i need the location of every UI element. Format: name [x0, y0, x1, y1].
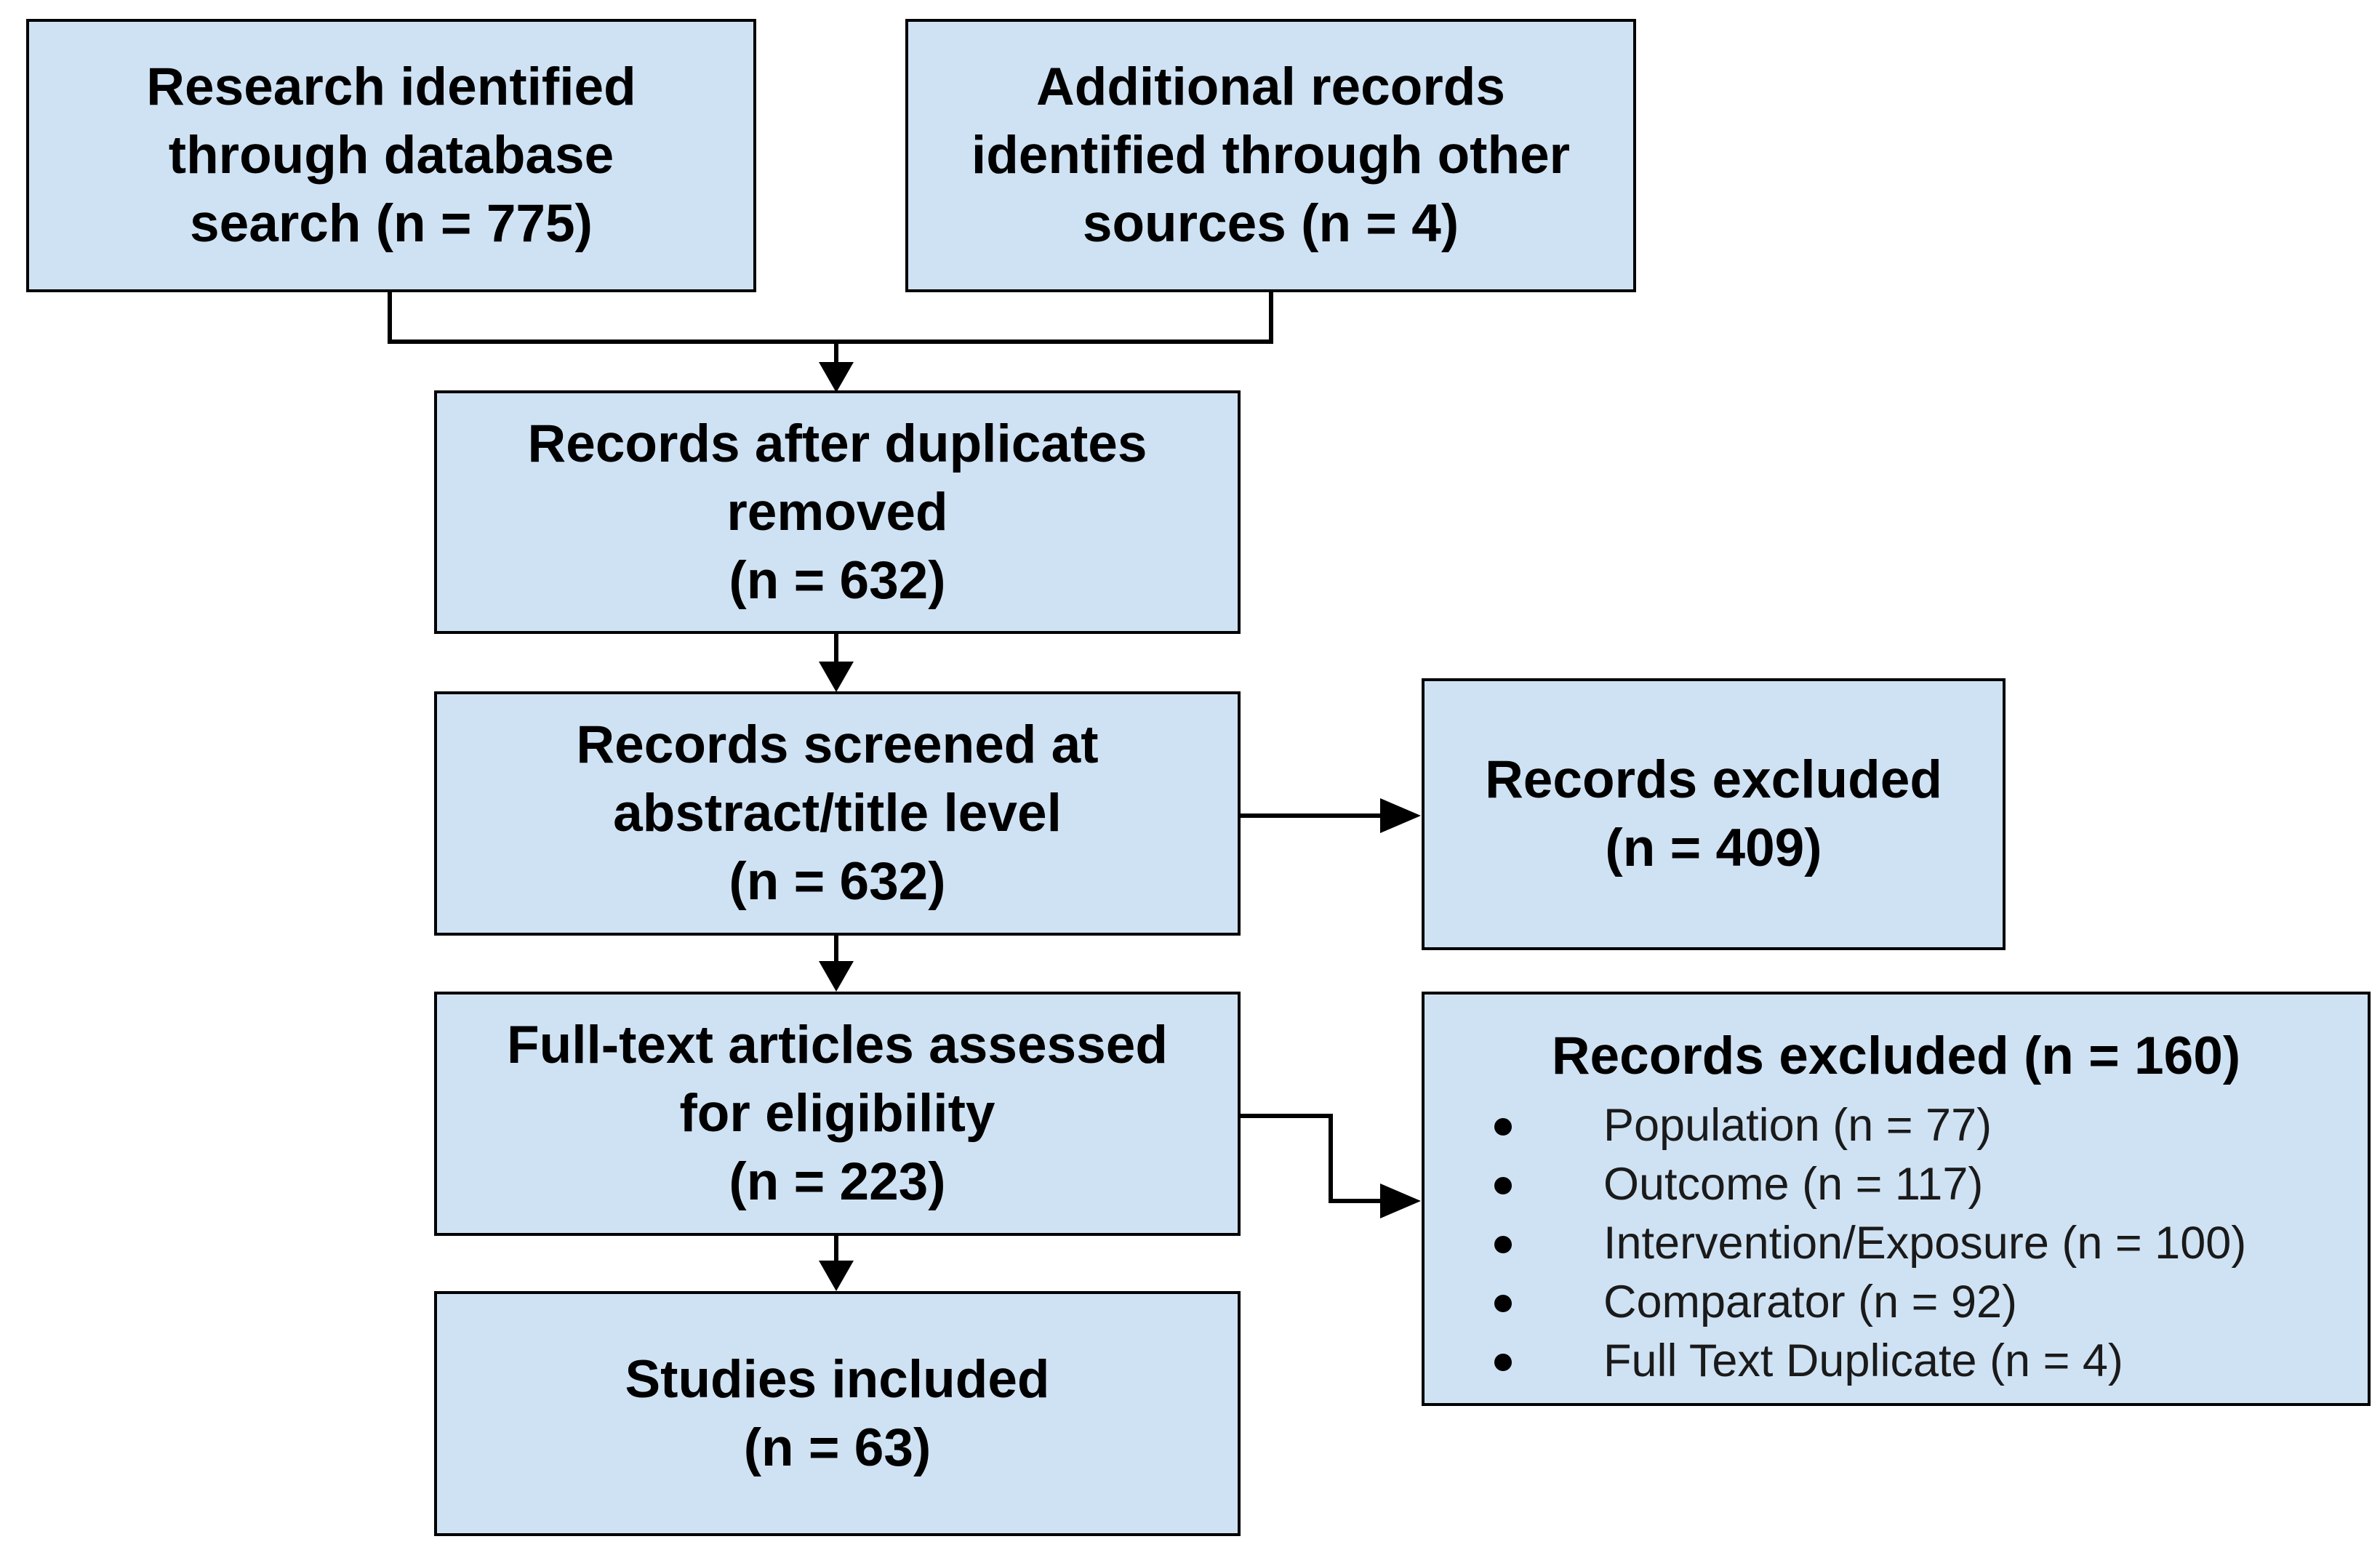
box-screened: Records screened at abstract/title level…: [434, 691, 1241, 936]
box-excluded-screening-text: Records excluded (n = 409): [1485, 750, 1942, 877]
box-excluded-fulltext-title: Records excluded (n = 160): [1551, 1026, 2241, 1085]
box-excluded-fulltext: Records excluded (n = 160) Population (n…: [1422, 992, 2371, 1406]
arrowhead-excluded-screen: [1380, 798, 1421, 833]
arrowhead-excluded-fulltext: [1380, 1184, 1421, 1218]
exclusion-reason-population: Population (n = 77): [1494, 1096, 2368, 1155]
exclusion-reason-comparator: Comparator (n = 92): [1494, 1273, 2368, 1332]
exclusion-reason-outcome: Outcome (n = 117): [1494, 1155, 2368, 1214]
arrowhead-screened: [819, 662, 854, 692]
arrowhead-after-duplicates: [819, 362, 854, 393]
box-excluded-screening: Records excluded (n = 409): [1422, 678, 2006, 950]
box-fulltext-assessed-text: Full-text articles assessed for eligibil…: [507, 1016, 1168, 1211]
box-identified-other-sources: Additional records identified through ot…: [905, 19, 1636, 292]
box-studies-included: Studies included (n = 63): [434, 1291, 1241, 1536]
box-studies-included-text: Studies included (n = 63): [625, 1349, 1050, 1477]
arrowhead-fulltext: [819, 961, 854, 992]
exclusion-reason-list: Population (n = 77) Outcome (n = 117) In…: [1425, 1096, 2368, 1391]
exclusion-reason-duplicate: Full Text Duplicate (n = 4): [1494, 1332, 2368, 1391]
merge-connector: [388, 292, 1273, 344]
box-identified-other-sources-text: Additional records identified through ot…: [971, 57, 1571, 253]
box-screened-text: Records screened at abstract/title level…: [576, 715, 1099, 911]
exclusion-reason-intervention: Intervention/Exposure (n = 100): [1494, 1214, 2368, 1273]
arrow-to-excluded-fulltext: [1241, 1114, 1385, 1203]
box-after-duplicates-text: Records after duplicates removed (n = 63…: [527, 414, 1147, 610]
box-fulltext-assessed: Full-text articles assessed for eligibil…: [434, 992, 1241, 1236]
box-identified-database: Research identified through database sea…: [26, 19, 756, 292]
box-after-duplicates: Records after duplicates removed (n = 63…: [434, 390, 1241, 634]
box-identified-database-text: Research identified through database sea…: [146, 57, 636, 253]
arrowhead-included: [819, 1261, 854, 1291]
